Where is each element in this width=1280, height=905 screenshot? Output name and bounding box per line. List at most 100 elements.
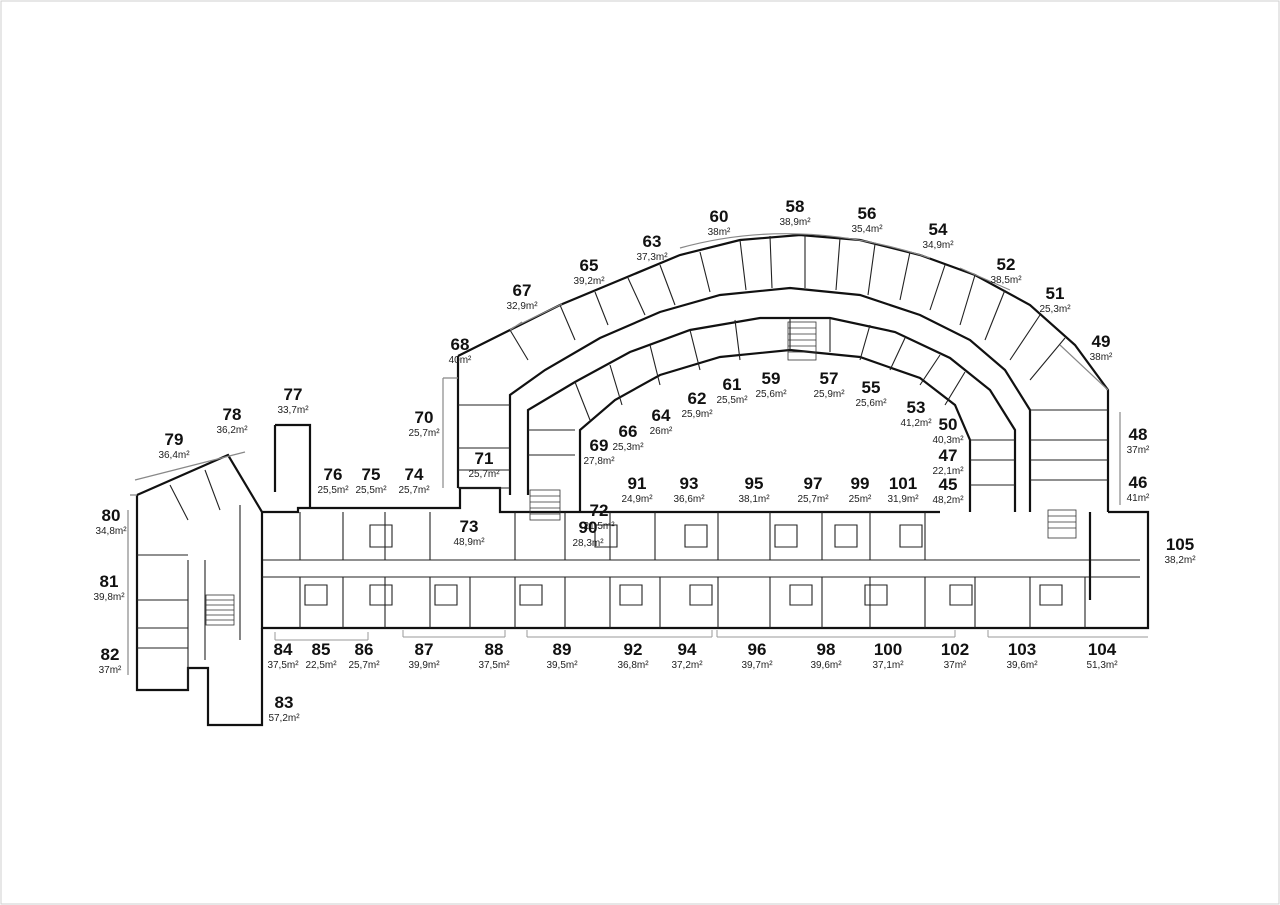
unit-number: 49 [1092, 332, 1111, 351]
unit-area: 41m² [1127, 493, 1150, 504]
unit-area: 35,4m² [851, 224, 883, 235]
unit-number: 50 [939, 415, 958, 434]
unit-number: 52 [997, 255, 1016, 274]
unit-area: 25,7m² [348, 660, 380, 671]
unit-number: 100 [874, 640, 902, 659]
unit-area: 48,9m² [453, 537, 485, 548]
unit-area: 24,9m² [621, 494, 653, 505]
unit-number: 81 [100, 572, 119, 591]
unit-area: 40,3m² [932, 435, 964, 446]
unit-number: 51 [1046, 284, 1065, 303]
unit-area: 57,2m² [268, 713, 300, 724]
unit-area: 22,5m² [305, 660, 337, 671]
unit-number: 64 [652, 406, 671, 425]
unit-area: 37,5m² [478, 660, 510, 671]
unit-area: 25,5m² [317, 485, 349, 496]
unit-number: 103 [1008, 640, 1036, 659]
unit-area: 25,3m² [1039, 304, 1071, 315]
unit-area: 38,2m² [1164, 555, 1196, 566]
unit-number: 66 [619, 422, 638, 441]
unit-area: 21,5m² [583, 521, 615, 532]
unit-number: 96 [748, 640, 767, 659]
unit-number: 58 [786, 197, 805, 216]
unit-number: 54 [929, 220, 948, 239]
unit-area: 25,5m² [716, 395, 748, 406]
unit-number: 87 [415, 640, 434, 659]
unit-area: 34,8m² [95, 526, 127, 537]
unit-area: 36,6m² [673, 494, 705, 505]
unit-number: 63 [643, 232, 662, 251]
unit-area: 51,3m² [1086, 660, 1118, 671]
unit-area: 37,3m² [636, 252, 668, 263]
unit-number: 57 [820, 369, 839, 388]
unit-number: 70 [415, 408, 434, 427]
unit-number: 88 [485, 640, 504, 659]
building-outline [127, 233, 1150, 727]
unit-area: 25,3m² [612, 442, 644, 453]
unit-number: 73 [460, 517, 479, 536]
unit-area: 38,1m² [738, 494, 770, 505]
unit-number: 68 [451, 335, 470, 354]
unit-number: 82 [101, 645, 120, 664]
unit-number: 101 [889, 474, 917, 493]
unit-number: 86 [355, 640, 374, 659]
unit-area: 25,9m² [813, 389, 845, 400]
unit-number: 46 [1129, 473, 1148, 492]
unit-number: 91 [628, 474, 647, 493]
unit-area: 39,2m² [573, 276, 605, 287]
unit-number: 79 [165, 430, 184, 449]
unit-number: 89 [553, 640, 572, 659]
unit-area: 32,9m² [506, 301, 538, 312]
unit-number: 92 [624, 640, 643, 659]
unit-area: 36,4m² [158, 450, 190, 461]
unit-number: 75 [362, 465, 381, 484]
unit-area: 25,9m² [681, 409, 713, 420]
unit-area: 39,7m² [741, 660, 773, 671]
unit-number: 78 [223, 405, 242, 424]
unit-area: 38,9m² [779, 217, 811, 228]
unit-area: 37,1m² [872, 660, 904, 671]
unit-number: 104 [1088, 640, 1117, 659]
unit-area: 40m² [449, 355, 472, 366]
unit-area: 39,6m² [810, 660, 842, 671]
unit-area: 25,7m² [468, 469, 500, 480]
unit-number: 85 [312, 640, 331, 659]
unit-area: 38,5m² [990, 275, 1022, 286]
unit-number: 99 [851, 474, 870, 493]
unit-area: 37m² [99, 665, 122, 676]
unit-area: 25,7m² [398, 485, 430, 496]
unit-number: 48 [1129, 425, 1148, 444]
